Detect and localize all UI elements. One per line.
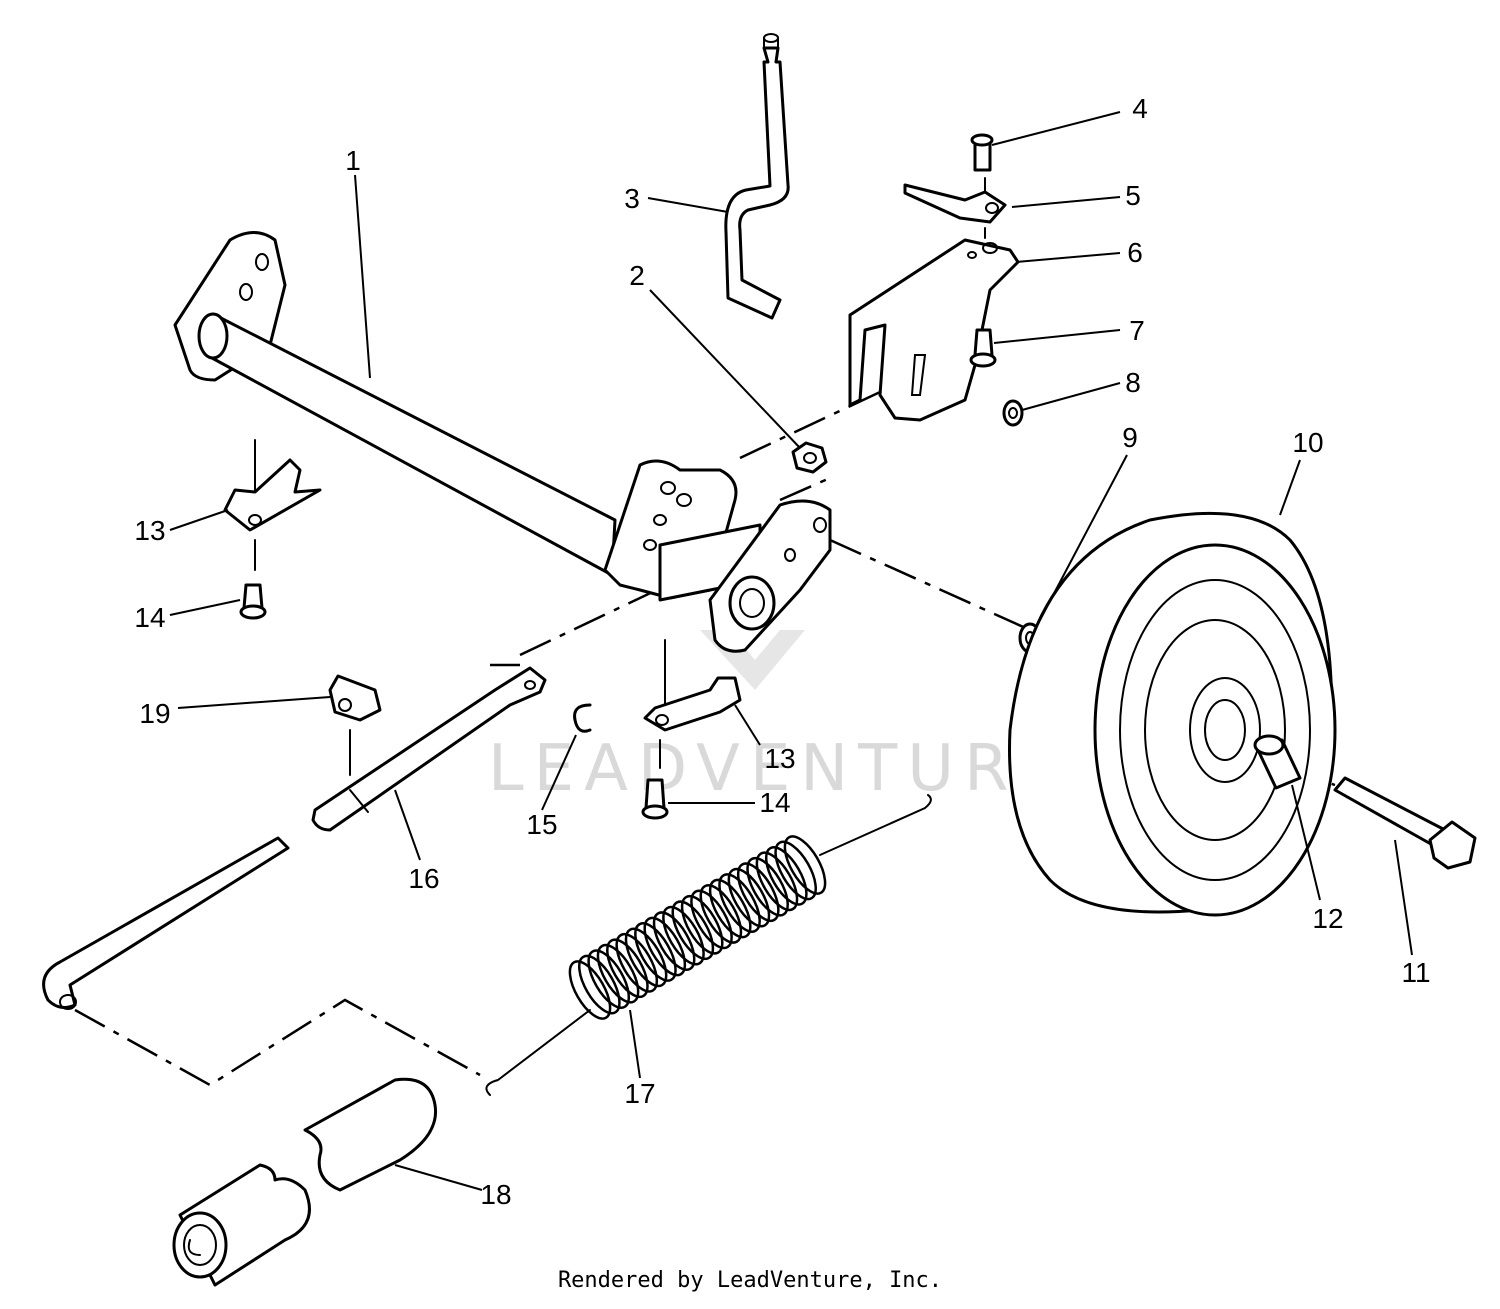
- callout-3: 3: [624, 183, 640, 214]
- hex-nut: [791, 441, 828, 474]
- callout-13-upper: 13: [134, 515, 165, 546]
- spring-coil: [755, 851, 799, 912]
- shoulder-bolt: [1333, 776, 1477, 870]
- spring-coil: [568, 960, 612, 1020]
- spring-coil: [587, 949, 631, 1009]
- spacer-sleeve: [1253, 734, 1302, 790]
- callout-16: 16: [408, 863, 439, 894]
- spring-coil: [746, 856, 789, 917]
- shift-rod: [724, 33, 790, 320]
- footer-credit: Rendered by LeadVenture, Inc.: [557, 1268, 943, 1293]
- callout-17: 17: [624, 1078, 655, 1109]
- callout-19: 19: [139, 698, 170, 729]
- spring-coil: [578, 954, 621, 1015]
- spring-coil: [736, 862, 780, 923]
- spring-coil: [606, 938, 649, 999]
- leadventure-watermark: LEADVENTURE: [488, 630, 1069, 806]
- watermark-text: LEADVENTURE: [488, 732, 1069, 806]
- leader-lines: [169, 111, 1413, 1191]
- bolt-and-clip: [903, 133, 1007, 224]
- link-rod: [311, 666, 547, 832]
- callout-11: 11: [1401, 957, 1430, 988]
- callout-10: 10: [1292, 427, 1323, 458]
- axle-assembly: [173, 231, 832, 653]
- spring-coil: [783, 835, 827, 895]
- spring-coil: [708, 878, 752, 939]
- callout-7: 7: [1129, 315, 1145, 346]
- spring-coil: [652, 911, 696, 971]
- spring-coils: [568, 835, 827, 1020]
- callout-5: 5: [1125, 180, 1141, 211]
- callout-1: 1: [345, 145, 361, 176]
- callout-12: 12: [1312, 903, 1343, 934]
- callout-14-upper: 14: [134, 602, 165, 633]
- e-clip: [573, 703, 592, 733]
- callout-2: 2: [629, 260, 645, 291]
- callout-18: 18: [480, 1179, 511, 1210]
- callout-13-lower: 13: [764, 743, 795, 774]
- spring-coil: [615, 932, 659, 993]
- spring-coil: [690, 889, 733, 950]
- mounting-bracket: [848, 227, 1020, 422]
- spring-coil: [718, 873, 761, 933]
- rod-clip: [328, 674, 382, 776]
- spring-coil: [624, 927, 668, 988]
- spring-coil: [662, 905, 705, 966]
- callout-4: 4: [1132, 93, 1148, 124]
- callout-14-lower: 14: [759, 787, 790, 818]
- bolt-14-upper: [239, 583, 267, 620]
- callout-8: 8: [1125, 367, 1141, 398]
- clamp-13-upper: [223, 439, 322, 571]
- bolt-14-lower: [641, 778, 669, 820]
- callout-labels: 1 2 3 4 5 6 7 8 9 10 11 12 13 13 14 14 1…: [134, 93, 1430, 1210]
- sleeve-upper: [303, 1077, 438, 1192]
- spring-coil: [634, 922, 677, 982]
- spring-coil: [680, 894, 724, 955]
- coil-spring: [485, 794, 932, 1096]
- washer-8: [1002, 399, 1024, 427]
- spring-coil: [727, 867, 771, 928]
- spring-coil: [596, 943, 640, 1004]
- spring-coil: [699, 884, 743, 944]
- clamp-13-lower: [643, 639, 742, 769]
- callout-6: 6: [1127, 237, 1143, 268]
- bolt-7: [969, 328, 997, 368]
- spring-coil: [764, 846, 808, 906]
- wheel: [1008, 511, 1337, 917]
- bent-rod: [42, 836, 290, 1010]
- callout-15: 15: [526, 809, 557, 840]
- spring-coil: [774, 840, 817, 901]
- spring-coil: [671, 900, 715, 961]
- spring-coil: [643, 916, 687, 977]
- sleeve-lower: [172, 1163, 311, 1287]
- callout-9: 9: [1122, 422, 1138, 453]
